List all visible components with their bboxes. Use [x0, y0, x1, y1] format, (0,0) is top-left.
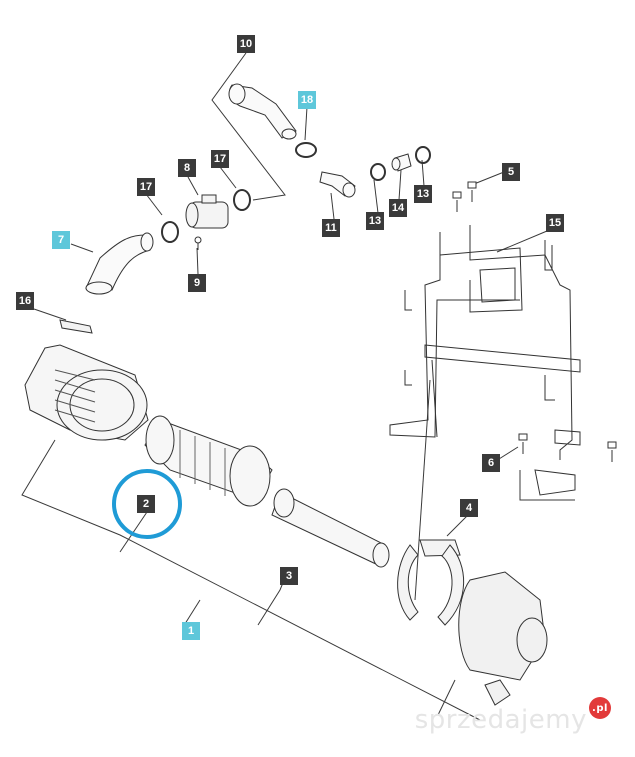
callout-3: 3	[280, 567, 298, 585]
leader-1-main	[21, 439, 481, 721]
leader-13b	[421, 159, 425, 187]
leader-cover	[437, 679, 456, 716]
bolt-6b	[607, 441, 617, 462]
clamp-17a	[161, 221, 179, 243]
callout-10: 10	[237, 35, 255, 53]
leader-15	[496, 230, 548, 253]
filter-element	[144, 415, 273, 507]
leader-18	[304, 106, 308, 141]
callout-7: 7	[52, 231, 70, 249]
callout-9: 9	[188, 274, 206, 292]
leader-17a	[145, 193, 163, 216]
callout-14: 14	[389, 199, 407, 217]
leader-6b	[519, 470, 575, 501]
bolt-5a	[452, 191, 462, 212]
callout-6: 6	[482, 454, 500, 472]
screw-9	[194, 236, 202, 250]
callout-4: 4	[460, 499, 478, 517]
leader-11	[330, 192, 335, 220]
leader-10	[211, 52, 286, 201]
clamp-13a	[370, 163, 386, 181]
callout-17a: 17	[137, 178, 155, 196]
callout-8: 8	[178, 159, 196, 177]
callout-13a: 13	[366, 212, 384, 230]
bracket-16	[59, 319, 93, 334]
sensor-housing-8	[185, 194, 229, 229]
connector-14	[391, 153, 412, 172]
callout-2: 2	[137, 495, 155, 513]
filter-housing-2	[24, 344, 149, 441]
leader-9	[196, 247, 199, 275]
leader-2	[119, 511, 148, 553]
mounting-frame-15	[389, 225, 581, 496]
clamp-band-4	[397, 539, 465, 626]
end-cover	[458, 571, 548, 706]
elbow-pipe-10	[228, 83, 297, 140]
callout-5: 5	[502, 163, 520, 181]
leader-5	[473, 171, 505, 185]
watermark-text: sprzedajemy	[414, 705, 587, 735]
callout-1: 1	[182, 622, 200, 640]
leader-8	[187, 176, 199, 196]
callout-15: 15	[546, 214, 564, 232]
callout-16: 16	[16, 292, 34, 310]
leader-7	[70, 243, 94, 253]
callout-11: 11	[322, 219, 340, 237]
clamp-13b	[415, 146, 431, 164]
highlight-circle	[112, 469, 182, 539]
callout-13b: 13	[414, 185, 432, 203]
leader-14	[398, 169, 402, 201]
clamp-18	[295, 142, 317, 158]
clamp-17b	[233, 189, 251, 211]
leader-17b	[219, 166, 237, 189]
bolt-6a	[518, 433, 528, 454]
callout-17b: 17	[211, 150, 229, 168]
leader-16	[33, 308, 67, 321]
watermark-badge: .pl	[589, 697, 611, 719]
inner-filter-3	[271, 488, 390, 568]
watermark: sprzedajemy .pl	[414, 697, 611, 735]
housing-ribs	[54, 369, 96, 423]
pipe-11	[319, 171, 356, 198]
hose-7	[85, 232, 154, 295]
callout-18: 18	[298, 91, 316, 109]
leader-4	[446, 515, 468, 537]
leader-13a	[373, 179, 379, 214]
filter-pleats	[179, 430, 226, 496]
bolt-5b	[467, 181, 477, 202]
